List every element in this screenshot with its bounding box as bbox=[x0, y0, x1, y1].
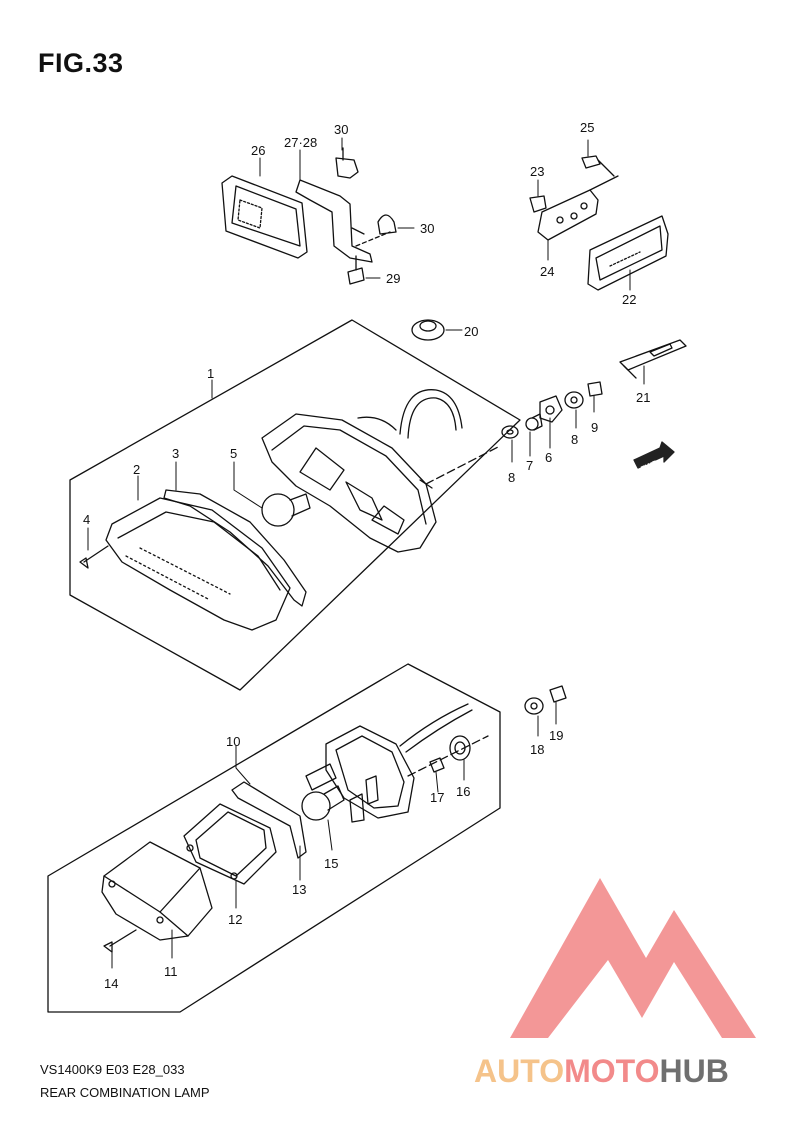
callout-20: 20 bbox=[464, 324, 478, 339]
screw-4 bbox=[79, 545, 109, 569]
figure-name: REAR COMBINATION LAMP bbox=[40, 1085, 210, 1100]
callout-13: 13 bbox=[292, 882, 306, 897]
screw-14 bbox=[103, 929, 137, 953]
bolt-25 bbox=[581, 155, 615, 177]
model-code: VS1400K9 E03 E28_033 bbox=[40, 1062, 185, 1077]
reflector-22 bbox=[587, 215, 669, 291]
lens-2 bbox=[105, 497, 291, 631]
bolt-29 bbox=[347, 255, 365, 285]
triangle-logo-icon bbox=[510, 878, 756, 1038]
callout-26: 26 bbox=[251, 143, 265, 158]
gasket-13 bbox=[231, 781, 307, 859]
washer-8-right bbox=[564, 391, 584, 409]
bulb-15 bbox=[301, 785, 345, 821]
fwd-arrow-icon bbox=[633, 441, 675, 469]
watermark-moto: MOTO bbox=[564, 1053, 659, 1089]
clip-21 bbox=[619, 339, 687, 379]
assembly-box-10 bbox=[47, 663, 501, 1013]
bracket-27-28 bbox=[295, 179, 391, 263]
bracket-24 bbox=[537, 175, 619, 241]
reflector-26 bbox=[221, 175, 308, 259]
callout-24: 24 bbox=[540, 264, 554, 279]
callout-17: 17 bbox=[430, 790, 444, 805]
washer-8-upper bbox=[501, 425, 519, 439]
callout-9: 9 bbox=[591, 420, 598, 435]
callout-14: 14 bbox=[104, 976, 118, 991]
callout-3: 3 bbox=[172, 446, 179, 461]
callout-10: 10 bbox=[226, 734, 240, 749]
callout-30-lower: 30 bbox=[420, 221, 434, 236]
callout-7: 7 bbox=[526, 458, 533, 473]
collar-7 bbox=[525, 413, 543, 431]
callout-1: 1 bbox=[207, 366, 214, 381]
nut-19 bbox=[549, 685, 567, 703]
cap-nut-30-lower bbox=[377, 214, 397, 235]
socket-body bbox=[305, 703, 489, 823]
callout-2: 2 bbox=[133, 462, 140, 477]
collar-17 bbox=[429, 757, 445, 773]
housing-1 bbox=[261, 389, 501, 553]
callout-4: 4 bbox=[83, 512, 90, 527]
svg-text:AUTOMOTOHUB: AUTOMOTOHUB bbox=[474, 1053, 729, 1089]
bulb-5 bbox=[261, 493, 311, 527]
nut-6 bbox=[539, 395, 563, 423]
callout-23: 23 bbox=[530, 164, 544, 179]
assembly-box-1 bbox=[69, 319, 521, 691]
callout-30-upper: 30 bbox=[334, 122, 348, 137]
grommet-20 bbox=[411, 319, 445, 341]
callout-5: 5 bbox=[230, 446, 237, 461]
callout-8-upper: 8 bbox=[508, 470, 515, 485]
callout-22: 22 bbox=[622, 292, 636, 307]
watermark-hub: HUB bbox=[659, 1053, 728, 1089]
washer-18 bbox=[524, 697, 544, 715]
callout-19: 19 bbox=[549, 728, 563, 743]
callout-12: 12 bbox=[228, 912, 242, 927]
callout-27-28: 27·28 bbox=[284, 135, 317, 150]
callout-15: 15 bbox=[324, 856, 338, 871]
callout-6: 6 bbox=[545, 450, 552, 465]
nut-9 bbox=[587, 381, 603, 397]
callout-29: 29 bbox=[386, 271, 400, 286]
figure-title: FIG.33 bbox=[38, 48, 124, 78]
housing-12 bbox=[183, 803, 277, 885]
watermark-logo: AUTOMOTOHUB bbox=[474, 878, 756, 1089]
nut-23 bbox=[529, 195, 547, 213]
callout-21: 21 bbox=[636, 390, 650, 405]
leader-lines bbox=[87, 137, 645, 969]
gasket-3 bbox=[163, 489, 307, 607]
callout-11: 11 bbox=[164, 964, 178, 979]
lens-11 bbox=[101, 841, 213, 941]
watermark-auto: AUTO bbox=[474, 1053, 564, 1089]
callout-18: 18 bbox=[530, 742, 544, 757]
callout-8-right: 8 bbox=[571, 432, 578, 447]
grommet-16 bbox=[449, 735, 471, 761]
callout-16: 16 bbox=[456, 784, 470, 799]
callout-25: 25 bbox=[580, 120, 594, 135]
nut-30-upper bbox=[335, 147, 359, 179]
